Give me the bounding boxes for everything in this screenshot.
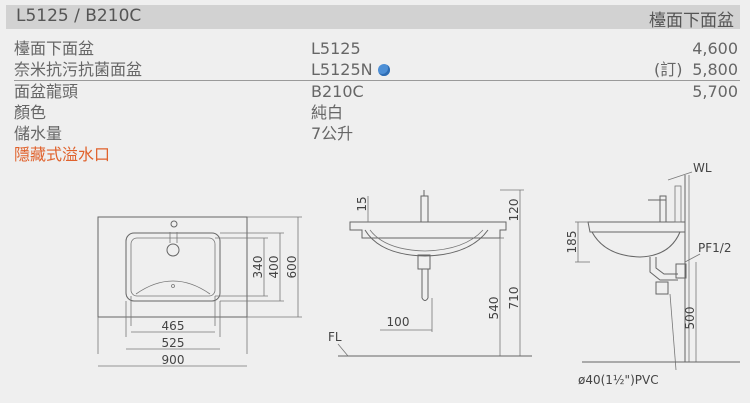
basin-bowl-section: [364, 229, 489, 257]
spec-price: 5,800: [692, 60, 738, 79]
side-trap-fitting: [655, 281, 669, 295]
spec-model: B210C: [311, 82, 364, 101]
spec-order-note: (訂): [654, 60, 683, 79]
spec-row-faucet: 面盆龍頭 B210C 5,700: [14, 80, 740, 102]
dim-900-label: 900: [162, 353, 185, 367]
spec-label: 面盆龍頭: [14, 82, 79, 101]
spec-label: 顏色: [14, 103, 47, 122]
dim-15-label: 15: [355, 196, 369, 211]
category-title: 檯面下面盆: [649, 11, 734, 31]
dim-100-label: 100: [387, 315, 410, 329]
spec-row-color: 顏色 純白: [14, 102, 740, 123]
spec-price: 5,700: [692, 82, 738, 101]
feature-label: 隱藏式溢水口: [14, 145, 111, 164]
dim-600-label: 600: [285, 256, 299, 279]
dim-710-label: 710: [507, 287, 521, 310]
countertop-outline: [97, 216, 248, 318]
dim-120-label: 120: [507, 199, 521, 222]
faucet-body: [420, 195, 429, 223]
side-faucet-handle: [674, 185, 682, 223]
drain-pipe-end: [421, 297, 429, 301]
spec-label: 檯面下面盆: [14, 39, 95, 58]
spec-row-basin: 檯面下面盆 L5125 4,600: [14, 38, 740, 59]
product-header: L5125 / B210C 檯面下面盆: [6, 5, 740, 31]
side-supply-valve: [675, 263, 687, 279]
top-view-drawing: 465 525 900 340 400 600: [97, 216, 302, 367]
spec-value: 7公升: [311, 124, 354, 143]
spec-row-capacity: 儲水量 7公升: [14, 123, 740, 144]
dim-500-label: 500: [683, 307, 697, 330]
side-view-drawing: WL 185 PF1/2 500 ø40(1½")PVC: [565, 161, 740, 387]
wall-label: WL: [693, 161, 712, 175]
spec-price: 4,600: [692, 39, 738, 58]
side-trap-pipe: [655, 257, 678, 275]
dim-185-label: 185: [565, 231, 579, 254]
basin-outer-outline: [125, 232, 221, 302]
basin-bowl-curve: [135, 280, 211, 295]
front-view-drawing: 15 120 540 710 100 FL: [328, 189, 532, 357]
basin-inner-section: [369, 229, 484, 252]
drain-trap: [417, 254, 431, 270]
spec-model: L5125: [311, 39, 361, 58]
side-trap-pipe: [649, 257, 678, 281]
model-code: L5125 / B210C: [16, 6, 142, 26]
leader-line: [667, 171, 693, 181]
leader-line: [669, 293, 677, 371]
pipe-size-label: PF1/2: [698, 241, 731, 255]
drain-mark: [171, 284, 175, 288]
spec-label: 奈米抗污抗菌面盆: [14, 60, 143, 79]
basin-inner-outline: [130, 237, 216, 297]
drain-pipe-label: ø40(1½")PVC: [578, 373, 659, 387]
dim-340-label: 340: [251, 256, 265, 279]
floor-label: FL: [328, 330, 342, 344]
side-countertop: [587, 221, 686, 233]
dim-400-label: 400: [267, 256, 281, 279]
dim-465-label: 465: [162, 319, 185, 333]
spec-model-text: L5125N: [311, 60, 373, 79]
spec-label: 儲水量: [14, 124, 63, 143]
faucet-hole: [170, 220, 178, 228]
overflow-outlet: [166, 243, 180, 257]
nano-coating-icon: [377, 64, 390, 76]
spec-table: 檯面下面盆 L5125 4,600 奈米抗污抗菌面盆 L5125N (訂) 5,…: [14, 38, 740, 165]
spec-model: L5125N: [311, 59, 390, 80]
spec-row-feature: 隱藏式溢水口: [14, 144, 740, 165]
dim-540-label: 540: [487, 297, 501, 320]
spec-row-nano-basin: 奈米抗污抗菌面盆 L5125N (訂) 5,800: [14, 59, 740, 80]
spec-value: 純白: [311, 103, 344, 122]
side-basin-bowl: [591, 231, 681, 258]
leader-line: [684, 253, 701, 263]
leader-line: [337, 343, 349, 357]
dim-525-label: 525: [162, 336, 185, 350]
side-faucet-body: [659, 195, 667, 223]
